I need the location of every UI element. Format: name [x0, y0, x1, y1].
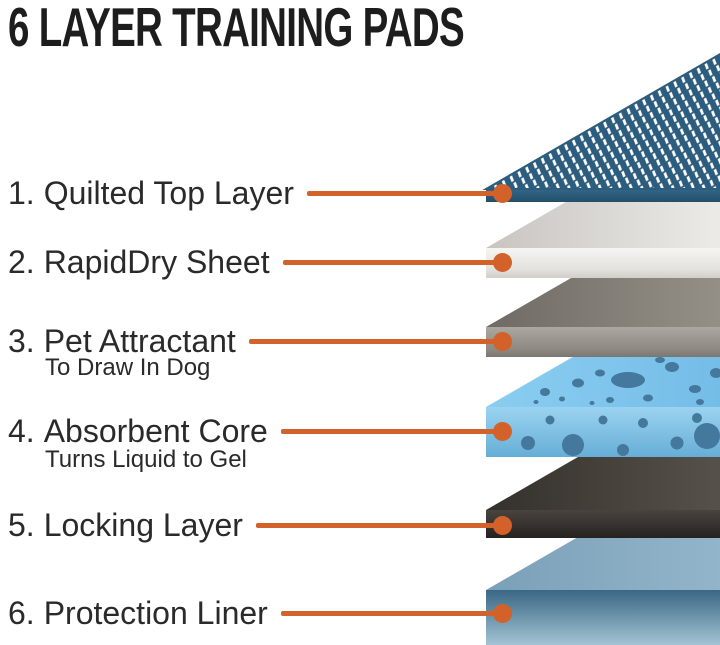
- layer-number: 6.: [8, 594, 35, 631]
- layer-label-text: Quilted Top Layer: [43, 174, 294, 211]
- layer-5-front-edge: [486, 510, 720, 538]
- leader-line: [280, 610, 495, 616]
- layer-label-2: 2.RapidDry Sheet: [8, 242, 512, 282]
- layer-label-1: 1.Quilted Top Layer: [8, 173, 512, 213]
- leader-line: [280, 428, 495, 434]
- leader-dot: [493, 515, 512, 535]
- layer-label-6: 6.Protection Liner: [8, 593, 512, 633]
- layer-label-text: RapidDry Sheet: [43, 243, 270, 280]
- layer-number: 1.: [8, 174, 35, 211]
- layer-label-text: Protection Liner: [43, 594, 268, 631]
- sponge-edge-dots: [521, 413, 720, 456]
- leader-dot: [493, 252, 512, 272]
- layer-1-quilted-top: [482, 52, 720, 202]
- layer-sublabel-4: Turns Liquid to Gel: [45, 446, 247, 473]
- page-title: 6 LAYER TRAINING PADS: [8, 0, 465, 58]
- layer-label-4: 4.Absorbent Core: [8, 411, 512, 451]
- leader-line: [282, 259, 495, 265]
- layer-3-front-edge: [486, 327, 720, 357]
- layer-number: 5.: [8, 506, 35, 543]
- layer-sublabel-3: To Draw In Dog: [45, 354, 211, 381]
- leader-line: [255, 522, 495, 528]
- layer-label-3: 3.Pet Attractant: [8, 321, 512, 361]
- layer-6-front-edge: [486, 590, 720, 645]
- layer-label-text: Pet Attractant: [43, 322, 236, 359]
- layer-1-front-edge: [486, 189, 720, 202]
- layer-label-5: 5.Locking Layer: [8, 505, 512, 545]
- layer-1-mesh-pattern: [482, 52, 720, 190]
- layer-4-front-edge: [486, 407, 720, 457]
- layer-2-front-edge: [486, 248, 720, 278]
- layer-number: 2.: [8, 243, 35, 280]
- leader-line: [306, 190, 495, 196]
- leader-dot: [493, 603, 512, 623]
- leader-dot: [493, 331, 512, 351]
- sponge-top-dots: [533, 357, 720, 405]
- layer-label-text: Absorbent Core: [43, 412, 268, 449]
- leader-dot: [493, 421, 512, 441]
- layer-label-text: Locking Layer: [43, 506, 243, 543]
- leader-dot: [493, 183, 512, 203]
- layer-number: 4.: [8, 412, 35, 449]
- leader-line: [248, 338, 495, 344]
- layer-number: 3.: [8, 322, 35, 359]
